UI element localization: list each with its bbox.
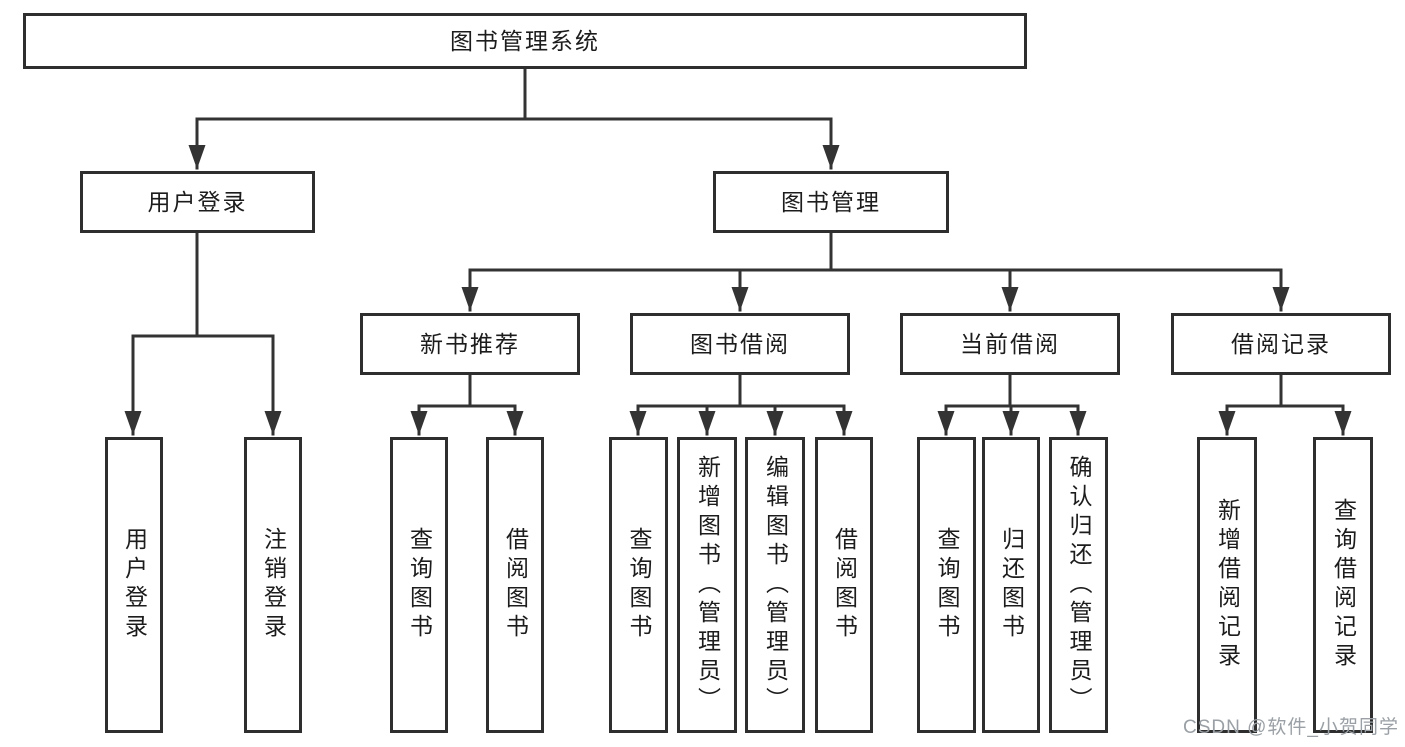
leaf-br-query-borrow-record-label: 查询借阅记录 [1330, 498, 1357, 672]
node-borrow-records-label: 借阅记录 [1231, 330, 1331, 357]
leaf-logout-label: 注销登录 [260, 527, 287, 643]
leaf-bb-add-books-admin: 新增图书（管理员） [677, 437, 737, 733]
leaf-nb-query-books-label: 查询图书 [406, 527, 433, 643]
leaf-nb-borrow-books: 借阅图书 [486, 437, 544, 733]
node-root: 图书管理系统 [23, 13, 1027, 69]
leaf-br-add-borrow-record-label: 新增借阅记录 [1214, 498, 1241, 672]
leaf-user-login: 用户登录 [105, 437, 163, 733]
leaf-cb-return-books-label: 归还图书 [998, 527, 1025, 643]
node-book-mgmt-label: 图书管理 [781, 188, 881, 215]
leaf-cb-confirm-return-admin-label: 确认归还（管理员） [1066, 454, 1092, 716]
csdn-watermark: CSDN @软件_小贺同学 [1183, 717, 1399, 738]
node-borrow-records: 借阅记录 [1171, 313, 1391, 375]
node-book-borrow-label: 图书借阅 [690, 330, 790, 357]
node-book-borrow: 图书借阅 [630, 313, 850, 375]
leaf-bb-edit-books-admin-label: 编辑图书（管理员） [762, 454, 789, 716]
leaf-logout: 注销登录 [244, 437, 302, 733]
node-new-book-rec: 新书推荐 [360, 313, 580, 375]
node-current-borrow-label: 当前借阅 [960, 330, 1060, 357]
leaf-cb-query-books-label: 查询图书 [934, 527, 960, 643]
leaf-bb-query-books: 查询图书 [609, 437, 668, 733]
node-root-label: 图书管理系统 [450, 27, 600, 54]
node-current-borrow: 当前借阅 [900, 313, 1120, 375]
leaf-bb-add-books-admin-label: 新增图书（管理员） [694, 454, 721, 716]
node-user-login: 用户登录 [80, 171, 315, 233]
node-new-book-rec-label: 新书推荐 [420, 330, 520, 357]
leaf-br-add-borrow-record: 新增借阅记录 [1197, 437, 1257, 733]
leaf-user-login-label: 用户登录 [121, 527, 148, 643]
leaf-bb-borrow-books-label: 借阅图书 [831, 527, 858, 643]
leaf-nb-borrow-books-label: 借阅图书 [502, 527, 529, 643]
leaf-cb-confirm-return-admin: 确认归还（管理员） [1049, 437, 1108, 733]
leaf-bb-edit-books-admin: 编辑图书（管理员） [745, 437, 805, 733]
leaf-nb-query-books: 查询图书 [390, 437, 448, 733]
node-book-mgmt: 图书管理 [713, 171, 949, 233]
leaf-bb-query-books-label: 查询图书 [626, 527, 652, 643]
leaf-cb-return-books: 归还图书 [982, 437, 1040, 733]
leaf-br-query-borrow-record: 查询借阅记录 [1313, 437, 1373, 733]
node-user-login-label: 用户登录 [147, 188, 248, 215]
leaf-bb-borrow-books: 借阅图书 [815, 437, 873, 733]
leaf-cb-query-books: 查询图书 [917, 437, 976, 733]
